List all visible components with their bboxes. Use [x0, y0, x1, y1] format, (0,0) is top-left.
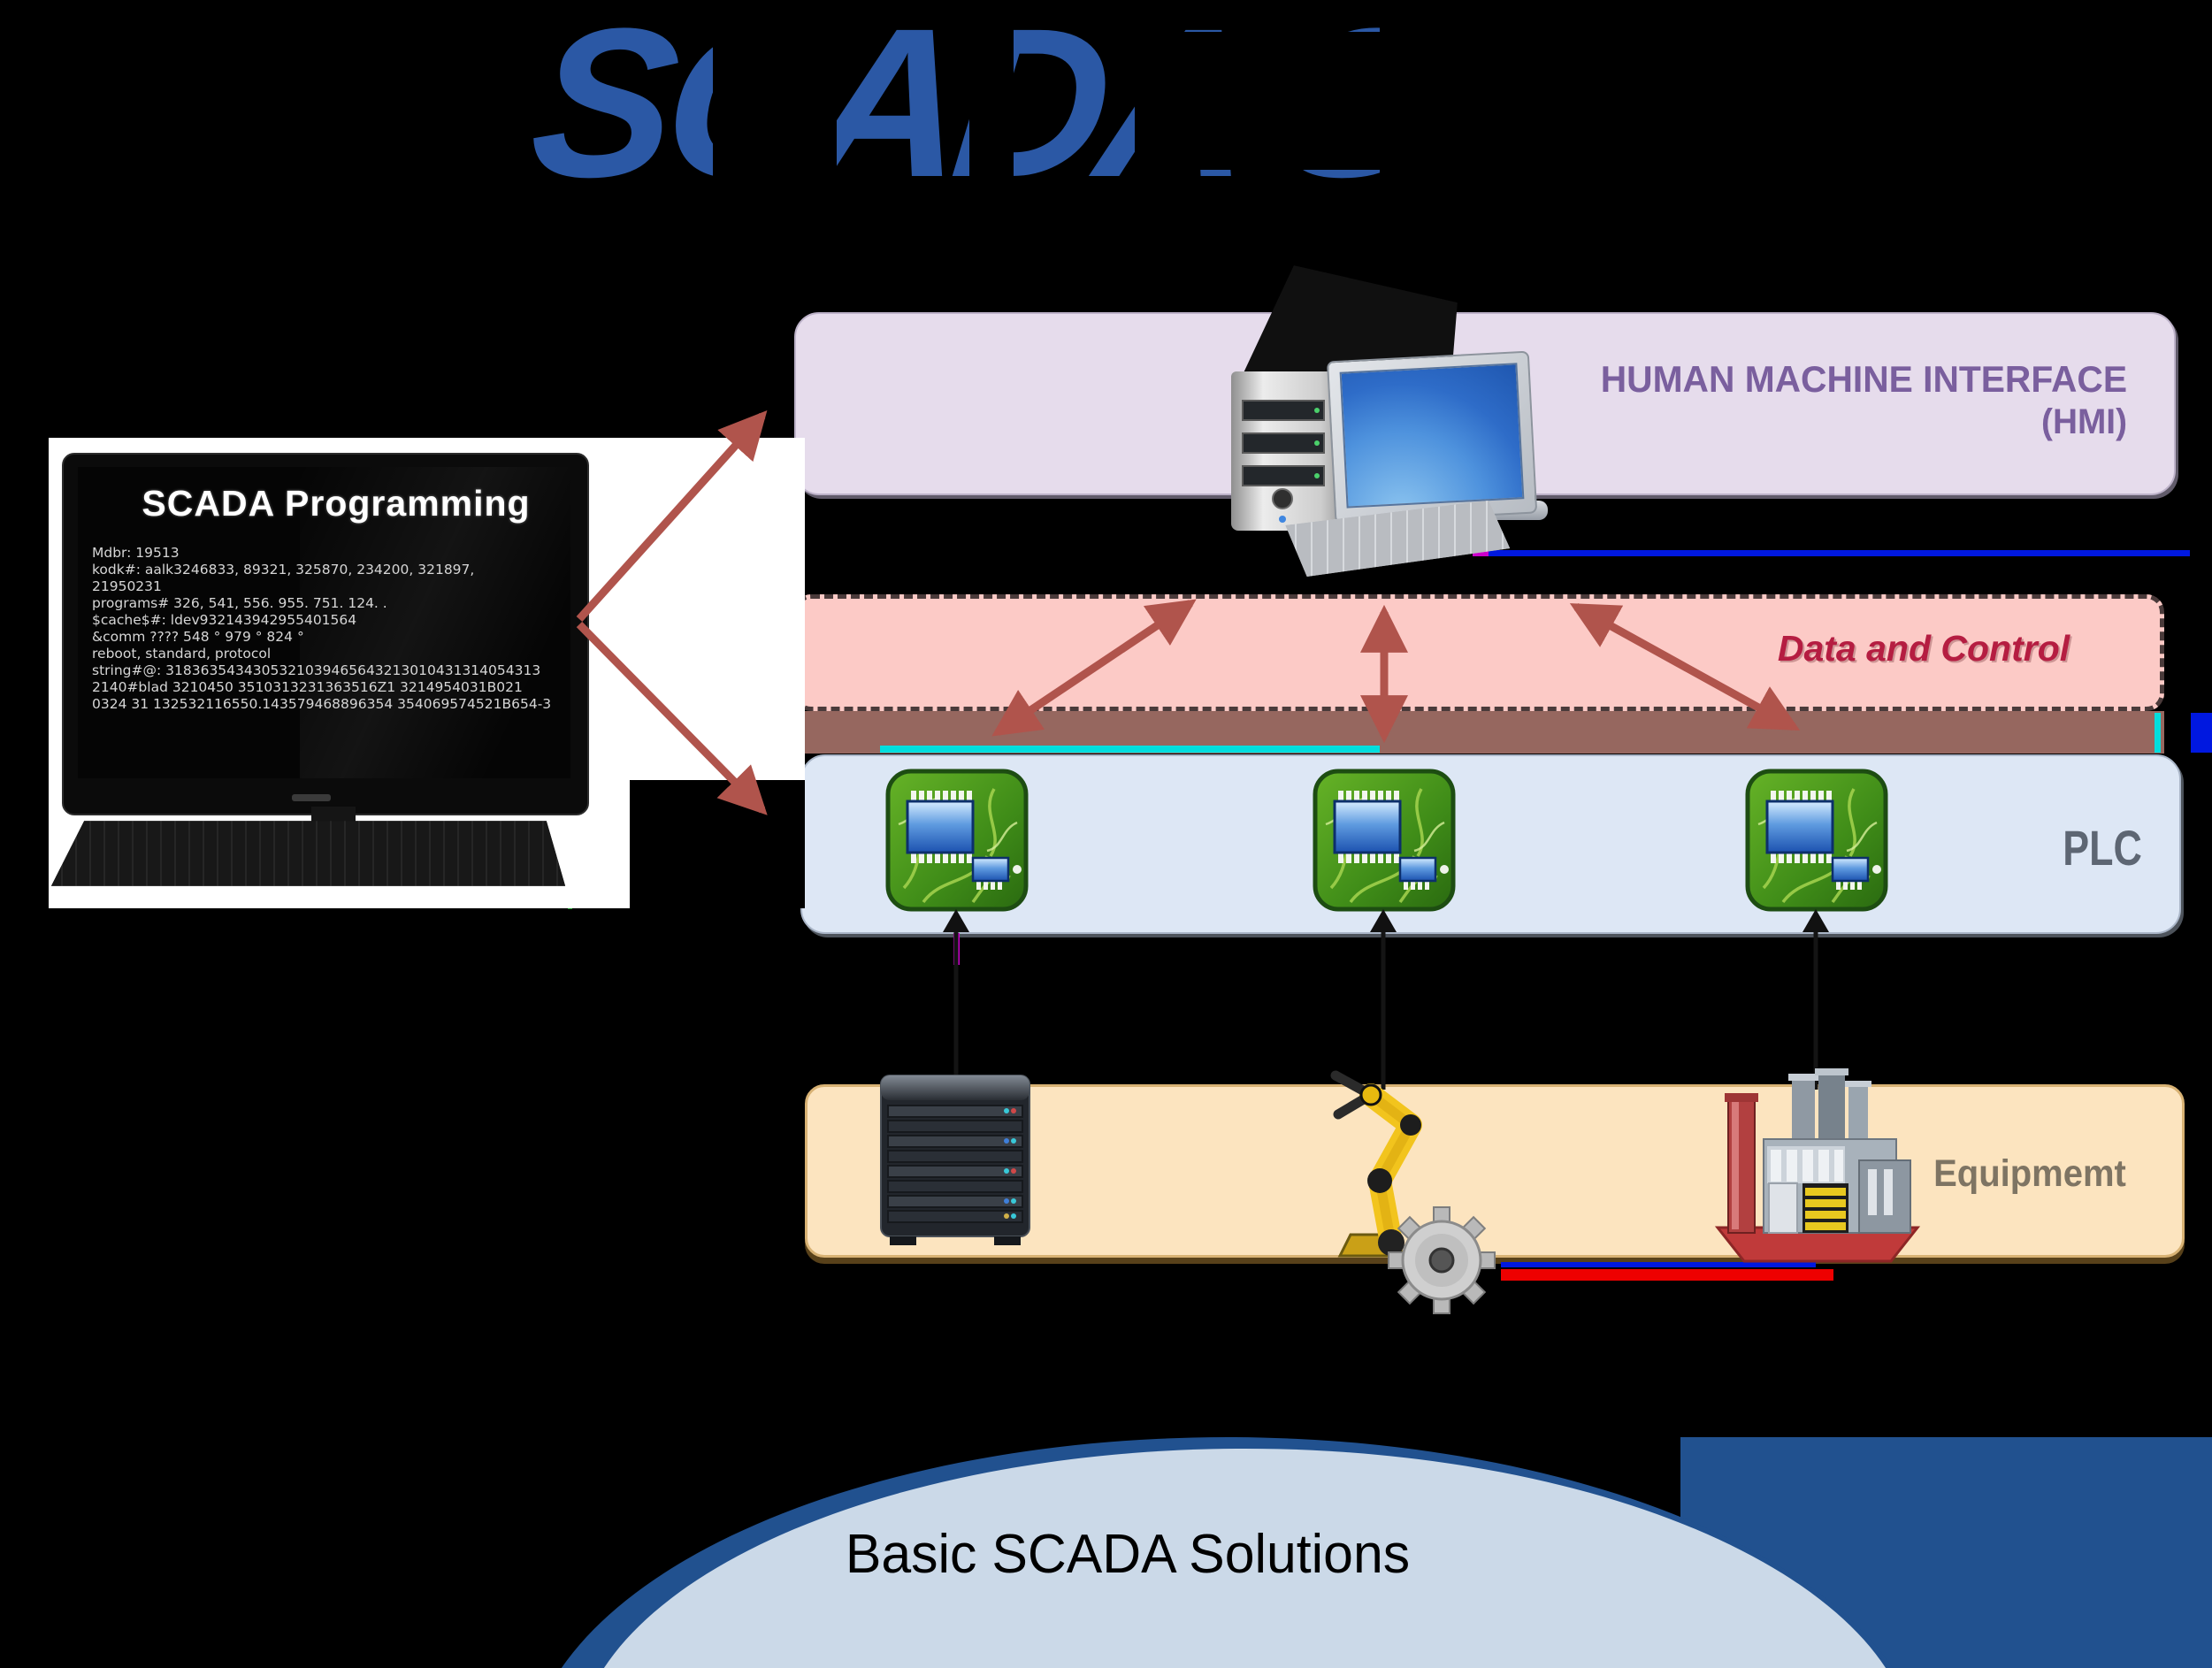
monitor-brand-mark [292, 794, 331, 801]
hmi-label: HUMAN MACHINE INTERFACE (HMI) [1557, 358, 2127, 443]
title-occluder [969, 0, 1014, 228]
code-line: Mdbr: 19513 [92, 545, 180, 561]
artifact-blue-line [1501, 1262, 1816, 1267]
title-occluder [1135, 32, 1382, 170]
keyboard-icon [50, 821, 566, 886]
drive-bay-icon [1242, 465, 1325, 486]
hmi-label-line2: (HMI) [2041, 402, 2127, 441]
hmi-label-line1: HUMAN MACHINE INTERFACE [1600, 358, 2127, 400]
drive-bay-icon [1242, 432, 1325, 454]
code-line: 2140#blad 3210450 3510313231363516Z1 321… [92, 679, 523, 695]
code-line: 0324 31 132532116550.143579468896354 354… [92, 696, 552, 712]
programming-screen [78, 467, 570, 778]
code-line: kodk#: aalk3246833, 89321, 325870, 23420… [92, 562, 475, 578]
footer-label: Basic SCADA Solutions [845, 1524, 1411, 1585]
code-line: $cache$#: ldev932143942955401564 [92, 612, 357, 628]
data-control-label: Data and Control [1777, 628, 2070, 669]
code-line: string#@: 318363543430532103946564321301… [92, 662, 541, 678]
title-occluder [713, 0, 837, 228]
plc-equipment-connectors [943, 909, 1829, 1090]
plc-layer-box [800, 754, 2181, 934]
drive-bay-icon [1242, 400, 1325, 421]
code-line: &comm ???? 548 ° 979 ° 824 ° [92, 629, 304, 645]
power-button-icon [1272, 488, 1293, 509]
artifact-blue-line [1482, 550, 2190, 556]
code-line: 21950231 [92, 578, 162, 594]
artifact-blue-rect [2191, 713, 2212, 753]
title-occluder [1380, 0, 2212, 265]
screen-heading: SCADA Programming [142, 483, 531, 524]
artifact-red-line [1501, 1269, 1833, 1281]
photo-shadow [630, 780, 805, 908]
data-control-shadow-band [793, 711, 2164, 754]
screen-code-listing: Mdbr: 19513 kodk#: aalk3246833, 89321, 3… [92, 545, 574, 713]
equipment-label: Equipmemt [1933, 1152, 2126, 1195]
artifact-magenta-tick [953, 933, 960, 965]
code-line: reboot, standard, protocol [92, 646, 272, 662]
plc-label: PLC [2063, 820, 2142, 876]
code-line: programs# 326, 541, 556. 955. 751. 124. … [92, 595, 387, 611]
power-led-icon [1279, 516, 1286, 523]
